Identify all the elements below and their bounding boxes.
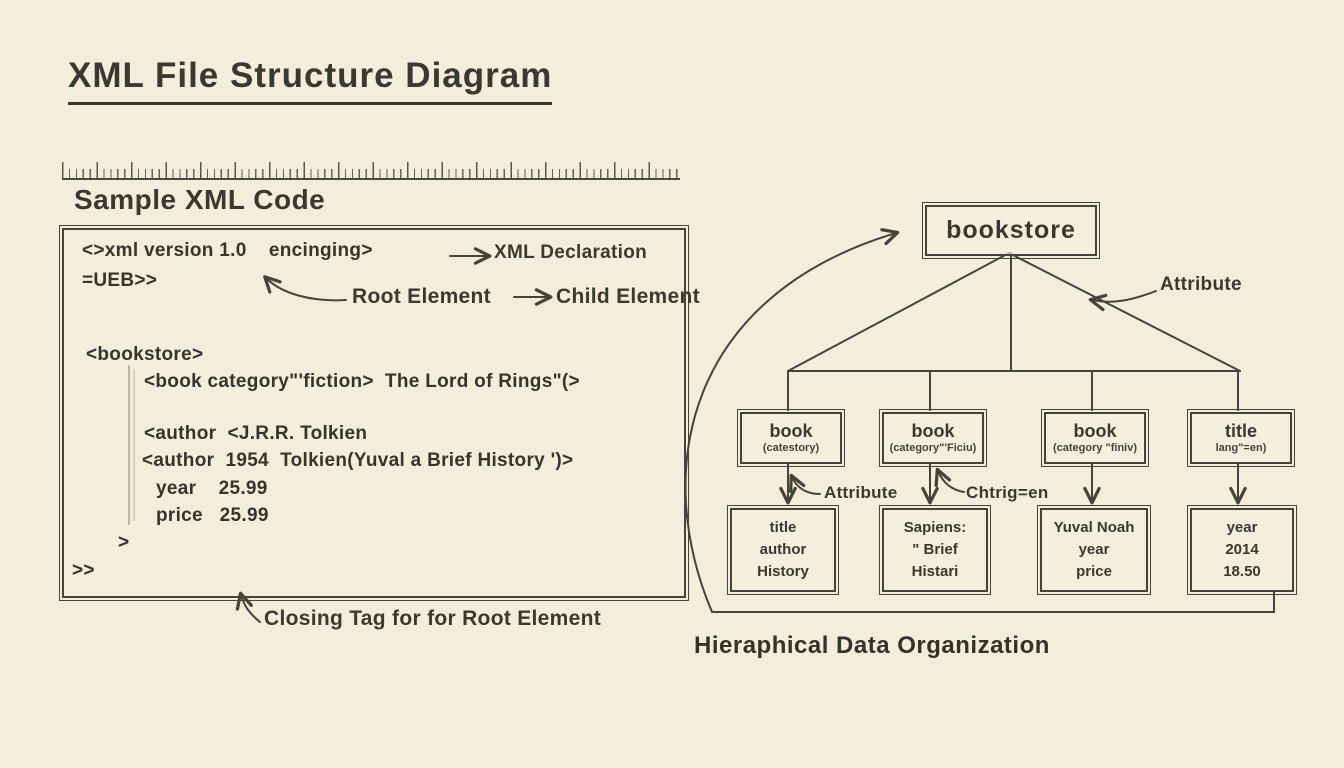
- sample-xml-code-box: <>xml version 1.0 encinging> =UEB>> <boo…: [59, 225, 689, 601]
- tree-leaf-4: year 2014 18.50: [1187, 505, 1297, 595]
- annotation-hierarchy: Hieraphical Data Organization: [694, 632, 1050, 659]
- annotation-attribute-mid: Attribute: [824, 483, 898, 502]
- code-line-year: year 25.99: [156, 478, 268, 499]
- tree-node-book-1-label: book: [769, 420, 813, 441]
- tree-leaf-3: Yuval Noah year price: [1037, 505, 1151, 595]
- tree-leaf-1-line-3: History: [757, 562, 809, 580]
- tree-leaf-3-line-1: Yuval Noah: [1053, 519, 1135, 537]
- tree-node-book-2-attr: (category"'Ficiu): [889, 442, 977, 455]
- tree-node-book-1-attr: (catestory): [762, 442, 820, 455]
- code-line-declaration-1: <>xml version 1.0 encinging>: [82, 240, 373, 261]
- tree-node-book-3-attr: (category "finiv): [1052, 442, 1138, 455]
- tree-leaf-2: Sapiens: " Brief Histari: [879, 505, 991, 595]
- tree-leaf-1: title author History: [727, 505, 839, 595]
- tree-leaf-3-line-3: price: [1076, 562, 1112, 580]
- code-line-open-root: <bookstore>: [86, 344, 204, 365]
- tree-leaf-2-line-1: Sapiens:: [903, 519, 967, 537]
- tree-leaf-4-line-1: year: [1226, 519, 1258, 537]
- tree-node-bookstore: bookstore: [922, 202, 1100, 259]
- tree-node-book-3-label: book: [1073, 420, 1117, 441]
- tree-node-title: title lang"=en): [1187, 409, 1295, 467]
- code-line-author-1: <author <J.R.R. Tolkien: [144, 423, 368, 444]
- tree-node-book-1: book (catestory): [737, 409, 845, 467]
- code-line-author-2: <author 1954 Tolkien(Yuval a Brief Histo…: [142, 450, 574, 471]
- tree-node-book-2-label: book: [911, 420, 955, 441]
- tree-leaf-1-line-1: title: [769, 519, 797, 537]
- annotation-child-element: Child Element: [556, 285, 700, 308]
- annotation-attribute-top: Attribute: [1160, 274, 1242, 295]
- tree-leaf-4-line-3: 18.50: [1223, 562, 1261, 580]
- page-title: XML File Structure Diagram: [68, 56, 553, 105]
- tree-node-title-label: title: [1224, 420, 1257, 441]
- code-line-close-1: >: [118, 532, 130, 553]
- annotation-root-element: Root Element: [352, 285, 491, 308]
- code-line-close-2: >>: [72, 560, 95, 581]
- tree-node-bookstore-label: bookstore: [946, 216, 1076, 244]
- tree-node-title-attr: lang"=en): [1215, 442, 1267, 455]
- tree-node-book-2: book (category"'Ficiu): [879, 409, 987, 467]
- annotation-closing-tag: Closing Tag for for Root Element: [264, 607, 602, 630]
- tree-leaf-4-line-2: 2014: [1225, 541, 1259, 559]
- code-panel-heading: Sample XML Code: [74, 184, 326, 215]
- tree-leaf-1-line-2: author: [759, 541, 807, 559]
- code-line-declaration-2: =UEB>>: [82, 270, 158, 291]
- tree-leaf-2-line-3: Histari: [911, 562, 959, 580]
- tree-node-book-3: book (category "finiv): [1041, 409, 1149, 467]
- code-line-price: price 25.99: [156, 505, 269, 526]
- ruler-decoration: [62, 162, 680, 180]
- tree-leaf-2-line-2: " Brief: [912, 541, 958, 559]
- annotation-chtrig: Chtrig=en: [966, 483, 1049, 502]
- code-line-book: <book category"'fiction> The Lord of Rin…: [144, 371, 580, 392]
- tree-leaf-3-line-2: year: [1078, 541, 1110, 559]
- annotation-xml-declaration: XML Declaration: [494, 242, 648, 263]
